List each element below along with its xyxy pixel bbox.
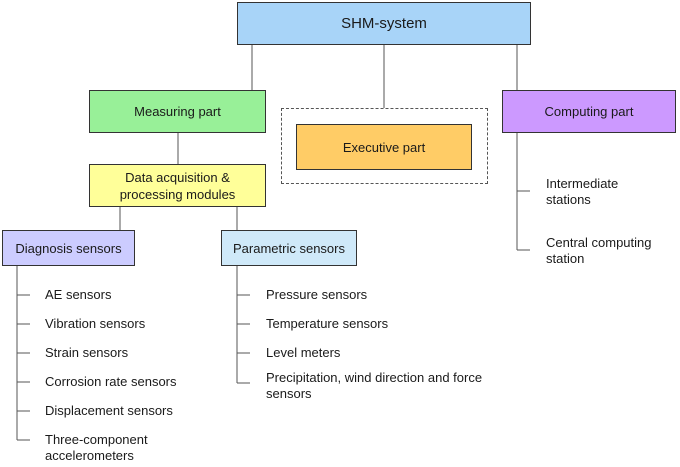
computing-item: Central computing station [546,235,652,266]
root-node-shm-system: SHM-system [237,2,531,45]
measuring-label: Measuring part [134,104,221,119]
node-executive-part: Executive part [296,124,472,170]
parametric-item: Temperature sensors [266,316,389,331]
computing-item: Intermediate stations [546,176,619,207]
diagnosis-item: AE sensors [45,287,112,302]
diagnosis-item: Three-component accelerometers [45,432,148,463]
diagnosis-item: Strain sensors [45,345,129,360]
parametric-label: Parametric sensors [233,240,345,256]
diagnosis-label: Diagnosis sensors [15,240,122,256]
node-measuring-part: Measuring part [89,90,266,133]
parametric-item: Level meters [266,345,341,360]
parametric-item: Precipitation, wind direction and force … [266,370,483,401]
node-diagnosis-sensors: Diagnosis sensors [2,230,135,266]
diagnosis-item: Displacement sensors [45,403,173,418]
daq-label-line1: Data acquisition & [125,169,230,185]
daq-label-line2: processing modules [119,186,236,202]
diagnosis-item: Corrosion rate sensors [45,374,177,389]
parametric-item: Pressure sensors [266,287,368,302]
computing-label: Computing part [544,104,634,119]
node-data-acquisition: Data acquisition & processing modules [89,164,266,207]
executive-dashed-frame [281,108,488,184]
node-computing-part: Computing part [502,90,676,133]
executive-label: Executive part [342,139,426,155]
node-parametric-sensors: Parametric sensors [221,230,357,266]
diagnosis-item: Vibration sensors [45,316,146,331]
root-label: SHM-system [341,15,427,32]
